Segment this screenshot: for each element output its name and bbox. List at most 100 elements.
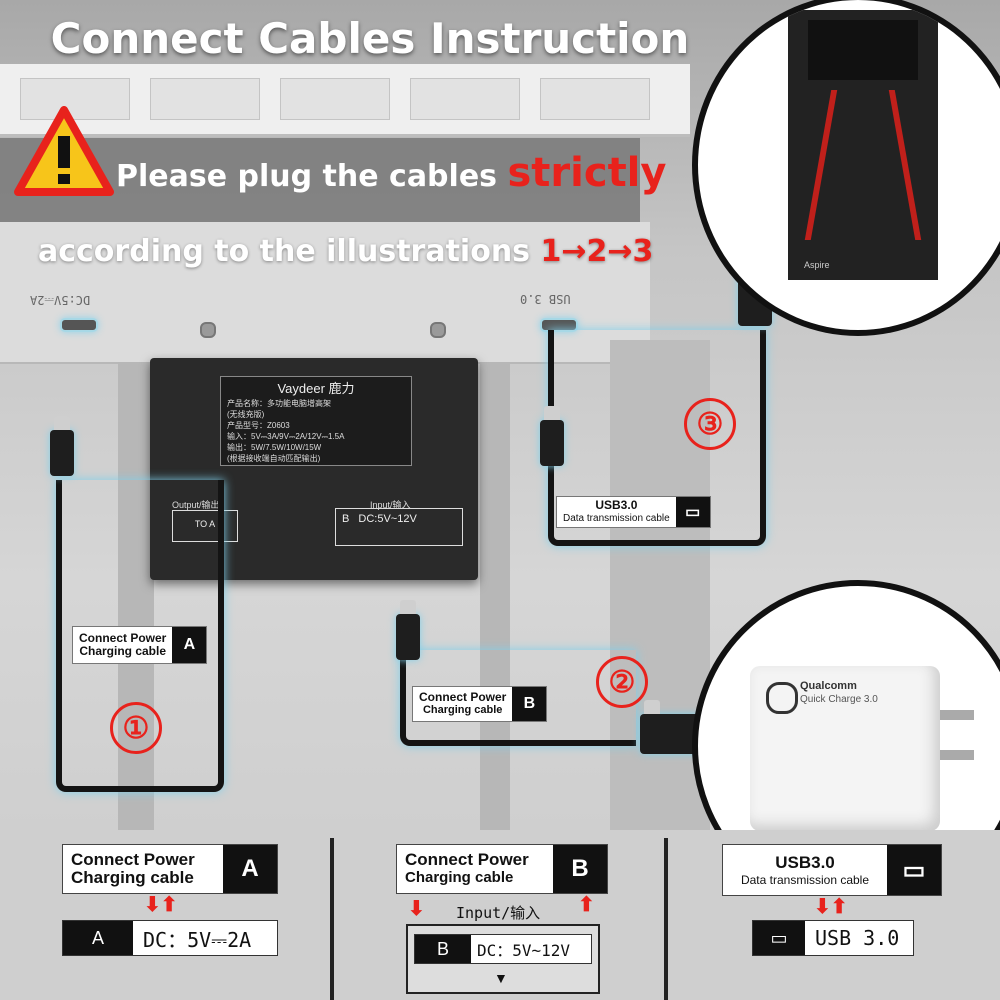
wall-charger: Qualcomm Quick Charge 3.0	[750, 666, 940, 830]
module-input-letter: B	[342, 513, 350, 525]
legend-divider	[664, 838, 668, 1000]
module-input-value: DC:5V~12V	[358, 513, 417, 525]
charger-prong	[940, 710, 974, 720]
cable-tag-2: Connect Power Charging cable B	[412, 686, 548, 722]
legend-b-port-label: B DC：5V~12V	[414, 934, 592, 964]
down-arrow-icon: ⬇	[408, 898, 425, 920]
direction-arrows-icon: ⬇⬆	[144, 894, 178, 916]
legend-c-label: USB3.0 Data transmission cable ▭	[722, 844, 942, 896]
step-number-1: ①	[110, 702, 162, 754]
legend-divider	[330, 838, 334, 1000]
cable-tag-text: USB3.0 Data transmission cable	[557, 499, 676, 525]
legend-b-text: Connect Power Charging cable	[397, 845, 553, 893]
page-title: Connect Cables Instruction	[50, 14, 690, 63]
module-brand: Vaydeer 鹿力	[277, 381, 355, 396]
screw	[200, 322, 216, 338]
rear-usb-label: USB 3.0	[520, 292, 571, 306]
charger-inset: Qualcomm Quick Charge 3.0	[692, 580, 1000, 830]
usb-c-port	[60, 318, 98, 332]
module-spec-label: Vaydeer 鹿力 产品名称：多功能电脑增高架 (无线充版) 产品型号：Z06…	[220, 376, 412, 466]
cable-step-1	[56, 480, 224, 792]
port-letter: A	[91, 927, 104, 948]
legend-c-text: USB3.0 Data transmission cable	[723, 845, 887, 895]
usb-c-plug	[396, 600, 420, 660]
cable-tag-line: Connect Power	[419, 690, 507, 704]
cable-tag-text: Connect Power Charging cable	[73, 632, 172, 658]
cable-tag-line: Charging cable	[422, 704, 503, 716]
monitor-icon: ▭	[753, 921, 805, 955]
cable-tag-line: USB3.0	[595, 498, 638, 512]
pc-tower-inset: Aspire	[692, 0, 1000, 336]
warning-text: Please plug the cables	[116, 159, 498, 194]
legend-line: Connect Power	[71, 850, 195, 869]
module-output-text: TO A	[194, 519, 216, 529]
step-number-3: ③	[684, 398, 736, 450]
pc-vent	[808, 20, 918, 80]
module-input-title: Input/输入	[370, 500, 411, 510]
port-a-icon: A	[172, 627, 207, 663]
legend-a-text: Connect Power Charging cable	[63, 845, 223, 893]
port-b-icon: B	[415, 935, 471, 963]
pc-accent-stripe	[804, 90, 838, 240]
up-arrow-icon: ⬆	[578, 894, 595, 916]
pc-accent-stripe	[888, 90, 922, 240]
legend-b-marker: ▼	[494, 970, 508, 986]
module-output-port-label: TO A	[172, 510, 238, 542]
monitor-icon: ▭	[887, 845, 941, 895]
legend-line: Charging cable	[405, 869, 514, 886]
port-letter: B	[571, 855, 589, 882]
module-output-title: Output/输出	[172, 500, 220, 510]
cable-tag-line: Connect Power	[79, 631, 167, 645]
module-spec-line: 输入：5V⎓3A/9V⎓2A/12V⎓1.5A	[227, 432, 345, 441]
stand-top	[0, 64, 690, 137]
legend-line: USB3.0	[775, 853, 835, 872]
legend-line: Connect Power	[405, 850, 529, 869]
monitor-icon: ▭	[675, 497, 710, 527]
module-spec-line: (无线充版)	[227, 410, 265, 419]
stand-slot	[150, 78, 260, 120]
cable-tag-text: Connect Power Charging cable	[413, 691, 512, 717]
usb-c-plug	[50, 416, 74, 476]
usb-a-plug	[640, 700, 700, 754]
legend-b-value: DC：5V~12V	[477, 941, 571, 960]
cable-tag-3: USB3.0 Data transmission cable ▭	[556, 496, 711, 528]
charger-sub: Quick Charge 3.0	[800, 694, 878, 705]
legend-a-label: Connect Power Charging cable A	[62, 844, 278, 894]
charger-brand: Qualcomm	[800, 680, 857, 692]
product-photo: DC:5V⎓2A USB 3.0 Vaydeer 鹿力 产品名称：多功能电脑增高…	[0, 0, 1000, 830]
stand-slot	[20, 78, 130, 120]
stand-slot	[410, 78, 520, 120]
module-spec-line: 输出：5W/7.5W/10W/15W	[227, 443, 322, 452]
usb-a-port	[540, 318, 578, 332]
direction-arrows-icon: ⬇⬆	[814, 896, 848, 918]
screw	[430, 322, 446, 338]
stand-front-panel: DC:5V⎓2A USB 3.0	[0, 222, 650, 364]
warning-sequence: 1→2→3	[540, 234, 654, 269]
legend-b-port-frame: B DC：5V~12V ▼	[406, 924, 600, 994]
legend-a-port-label: A DC：5V⎓2A	[62, 920, 278, 956]
step-number-2: ②	[596, 656, 648, 708]
port-a-icon: A	[63, 921, 133, 955]
module-input-port-label: B DC:5V~12V	[335, 508, 463, 546]
cable-tag-line: Data transmission cable	[563, 513, 670, 524]
port-letter: B	[436, 938, 449, 959]
stand-slot	[280, 78, 390, 120]
charging-module: Vaydeer 鹿力 产品名称：多功能电脑增高架 (无线充版) 产品型号：Z06…	[150, 358, 478, 580]
qualcomm-logo-icon	[766, 682, 798, 714]
port-b-icon: B	[512, 687, 547, 721]
stand-slot	[540, 78, 650, 120]
port-letter: B	[523, 695, 536, 712]
cable-tag-line: Charging cable	[79, 644, 167, 658]
warning-emphasis: strictly	[507, 150, 667, 196]
port-letter: A	[241, 855, 259, 882]
legend-c-port-label: ▭ USB 3.0	[752, 920, 914, 956]
legend-a-value: DC：5V⎓2A	[143, 927, 252, 952]
pc-brand: Aspire	[804, 260, 830, 270]
stand-rail	[480, 362, 510, 830]
legend-b-title: Input/输入	[456, 904, 541, 922]
warning-text: according to the illustrations	[38, 234, 531, 269]
legend-b-label: Connect Power Charging cable B	[396, 844, 608, 894]
warning-line-1: Please plug the cables strictly	[116, 150, 666, 196]
port-b-icon: B	[553, 845, 607, 893]
warning-triangle-icon	[14, 106, 114, 196]
